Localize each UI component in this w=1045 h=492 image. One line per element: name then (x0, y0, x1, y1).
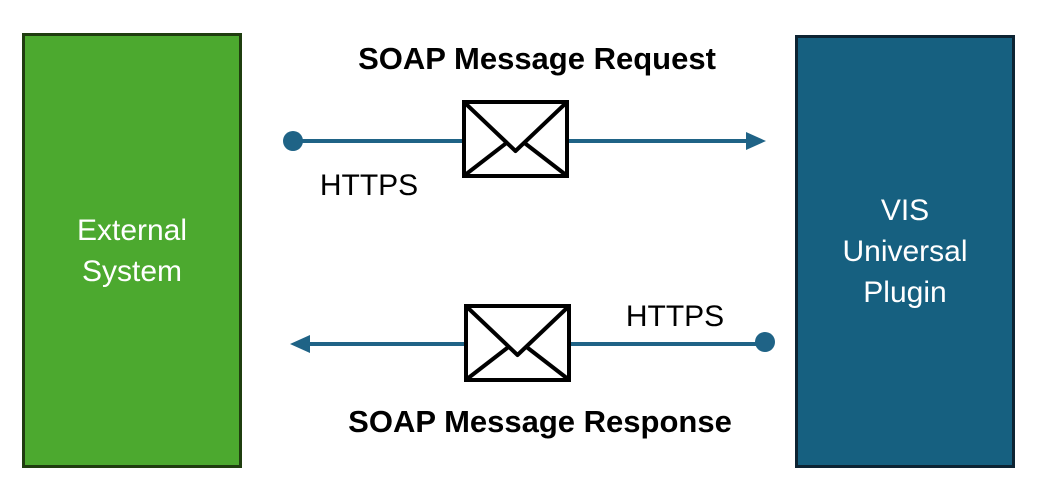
response-protocol-label: HTTPS (625, 300, 725, 333)
envelope-icon (462, 100, 569, 178)
request-origin-dot (283, 131, 303, 151)
response-arrowhead-icon (290, 335, 310, 353)
response-origin-dot (755, 332, 775, 352)
request-protocol-label: HTTPS (319, 169, 419, 202)
vis-plugin-label-line1: VIS (880, 194, 930, 227)
external-system-box: External System (22, 33, 242, 468)
vis-universal-plugin-box: VIS Universal Plugin (795, 35, 1015, 468)
response-flow-title: SOAP Message Response (348, 404, 732, 439)
external-system-label-line2: System (81, 254, 183, 288)
external-system-label-line1: External (76, 213, 188, 247)
envelope-icon (464, 304, 571, 382)
request-flow-title: SOAP Message Request (358, 41, 716, 76)
vis-plugin-label-line3: Plugin (863, 276, 947, 309)
request-arrowhead-icon (746, 132, 766, 150)
vis-plugin-label-line2: Universal (842, 235, 968, 268)
